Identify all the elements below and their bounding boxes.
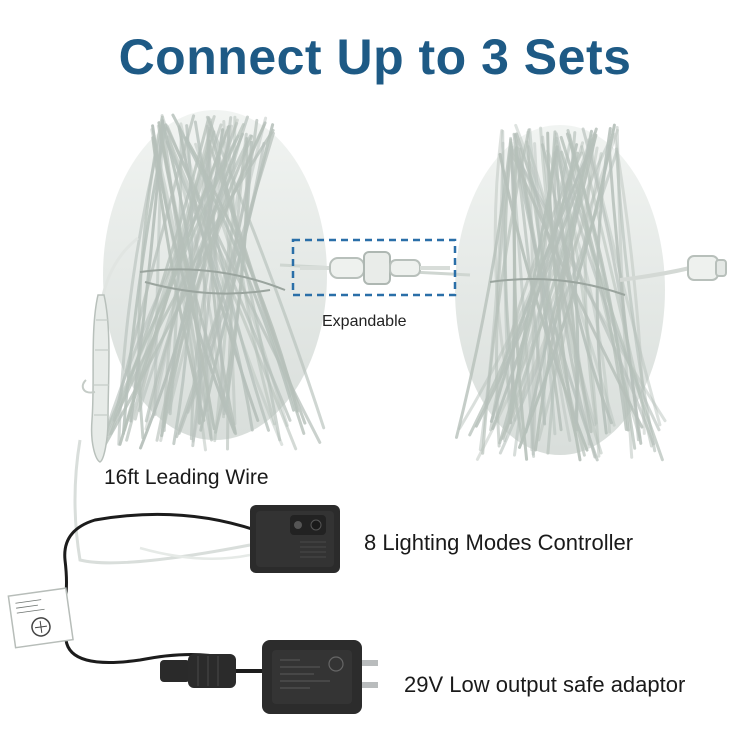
light-bundle-left-icon <box>101 110 327 452</box>
controller-icon <box>250 505 340 573</box>
certification-tag-icon <box>7 587 74 649</box>
light-bundle-right-icon <box>455 123 667 462</box>
adaptor-plug-icon <box>160 640 378 714</box>
label-expandable: Expandable <box>322 313 407 330</box>
label-leading-wire: 16ft Leading Wire <box>104 466 269 489</box>
label-adaptor: 29V Low output safe adaptor <box>404 672 686 697</box>
leading-wire-coil-icon <box>81 294 110 463</box>
end-connector-icon <box>687 255 727 281</box>
headline: Connect Up to 3 Sets <box>118 29 632 85</box>
connector-icon <box>300 251 450 285</box>
label-controller: 8 Lighting Modes Controller <box>364 530 634 555</box>
expandable-highlight-box <box>291 238 457 297</box>
